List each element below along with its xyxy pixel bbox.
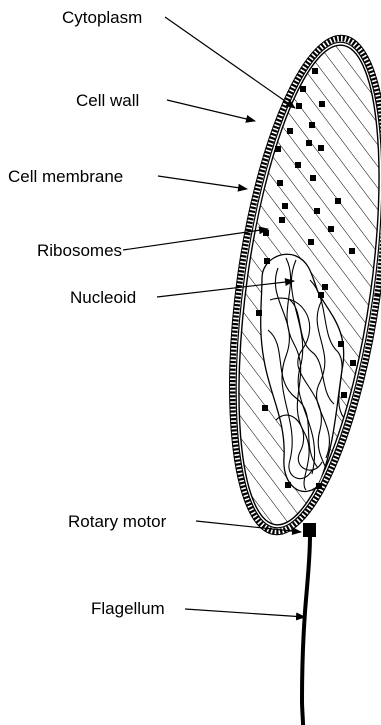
ribosome bbox=[319, 101, 325, 107]
ribosome bbox=[277, 180, 283, 186]
ribosome bbox=[349, 248, 355, 254]
ribosome bbox=[341, 392, 347, 398]
leader-cell-wall bbox=[167, 100, 255, 121]
ribosome bbox=[306, 140, 312, 146]
label-flagellum: Flagellum bbox=[91, 599, 165, 618]
ribosome bbox=[279, 217, 285, 223]
leader-cytoplasm bbox=[165, 17, 295, 108]
ribosome bbox=[335, 198, 341, 204]
label-ribosomes: Ribosomes bbox=[37, 241, 122, 260]
label-nucleoid: Nucleoid bbox=[70, 288, 136, 307]
ribosome bbox=[287, 128, 293, 134]
ribosome bbox=[314, 208, 320, 214]
ribosome bbox=[263, 230, 269, 236]
ribosome bbox=[264, 258, 270, 264]
leader-flagellum bbox=[185, 609, 305, 617]
ribosome bbox=[296, 103, 302, 109]
label-cytoplasm: Cytoplasm bbox=[62, 8, 142, 27]
flagellum bbox=[302, 536, 310, 725]
ribosome bbox=[295, 162, 301, 168]
ribosome bbox=[322, 284, 328, 290]
ribosome bbox=[262, 405, 268, 411]
ribosome bbox=[285, 482, 291, 488]
label-cell-membrane: Cell membrane bbox=[8, 167, 123, 186]
leader-ribosomes bbox=[123, 229, 268, 250]
ribosome bbox=[308, 239, 314, 245]
ribosome bbox=[338, 341, 344, 347]
ribosome bbox=[309, 122, 315, 128]
ribosome bbox=[312, 68, 318, 74]
ribosome bbox=[318, 145, 324, 151]
ribosome bbox=[328, 226, 334, 232]
ribosome bbox=[275, 146, 281, 152]
ribosome bbox=[282, 203, 288, 209]
ribosome bbox=[350, 360, 356, 366]
ribosome bbox=[300, 86, 306, 92]
label-cell-wall: Cell wall bbox=[76, 91, 139, 110]
ribosome bbox=[256, 310, 262, 316]
leader-cell-membrane bbox=[158, 176, 247, 189]
label-rotary-motor: Rotary motor bbox=[68, 512, 167, 531]
ribosome bbox=[316, 483, 322, 489]
ribosome bbox=[318, 292, 324, 298]
ribosome bbox=[310, 175, 316, 181]
